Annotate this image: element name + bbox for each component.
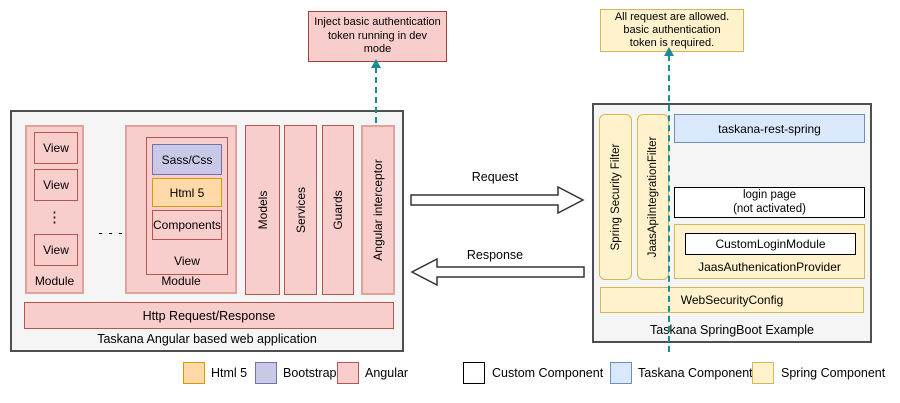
legend-swatch-bootstrap <box>255 362 277 384</box>
legend-swatch-taskana-component <box>610 362 632 384</box>
jaas-authenication-provider-box: CustomLoginModule JaasAuthenicationProvi… <box>674 224 865 279</box>
springboot-title: Taskana SpringBoot Example <box>650 323 814 337</box>
module-small: View View ⋮ View Module <box>25 125 84 294</box>
dashed-connector-left <box>375 67 377 123</box>
spring-security-filter-bar: Spring Security Filter <box>599 114 632 280</box>
dashed-connector-right <box>668 55 670 352</box>
models-bar: Models <box>245 125 280 295</box>
guards-bar: Guards <box>322 125 354 295</box>
request-label: Request <box>471 170 519 184</box>
module-label: Module <box>161 274 201 288</box>
services-bar: Services <box>284 125 317 295</box>
models-label: Models <box>255 190 270 230</box>
view-box: View <box>34 234 78 266</box>
html5-box: Html 5 <box>152 178 222 207</box>
http-request-response-bar: Http Request/Response <box>24 302 394 329</box>
legend-label-taskana-component: Taskana Component <box>638 366 753 380</box>
view-box: View <box>34 132 78 164</box>
legend-label-html5: Html 5 <box>211 366 248 380</box>
spring-security-filter-label: Spring Security Filter <box>609 143 622 251</box>
view-box: View <box>34 169 78 201</box>
components-box: Components <box>152 210 222 240</box>
legend-swatch-custom-component <box>463 362 485 384</box>
legend-label-custom-component: Custom Component <box>492 366 604 380</box>
dashed-arrowhead-right <box>664 47 674 56</box>
view-label: View <box>174 254 200 268</box>
module-label: Module <box>34 274 75 288</box>
jaas-api-integration-filter-label: JaasApiIntegrationFilter <box>647 136 659 258</box>
springboot-container: Spring Security Filter JaasApiIntegratio… <box>592 103 872 343</box>
vertical-ellipsis: ⋮ <box>47 209 62 226</box>
response-label: Response <box>466 248 524 262</box>
legend-label-spring-component: Spring Component <box>781 366 886 380</box>
request-arrow <box>410 186 585 214</box>
services-label: Services <box>293 186 308 234</box>
legend-swatch-angular <box>337 362 359 384</box>
legend-swatch-html5 <box>183 362 205 384</box>
legend-label-bootstrap: Bootstrap <box>283 366 337 380</box>
custom-login-module-box: CustomLoginModule <box>685 233 856 255</box>
web-security-config-box: WebSecurityConfig <box>600 287 864 313</box>
horizontal-ellipsis: - - - <box>98 224 124 240</box>
guards-label: Guards <box>331 190 345 230</box>
callout-all-requests: All request are allowed. basic authentic… <box>600 9 744 52</box>
response-arrow <box>410 258 585 286</box>
angular-interceptor-label: Angular interceptor <box>371 159 385 261</box>
legend-swatch-spring-component <box>752 362 774 384</box>
view-container: Sass/Css Html 5 Components View <box>146 137 228 275</box>
callout-inject-token: Inject basic authentication token runnin… <box>308 11 447 62</box>
login-page-box: login page (not activated) <box>674 187 865 218</box>
legend-label-angular: Angular <box>365 366 409 380</box>
jaas-authenication-provider-label: JaasAuthenicationProvider <box>698 260 841 274</box>
angular-app-title: Taskana Angular based web application <box>97 332 317 346</box>
jaas-api-integration-filter-bar: JaasApiIntegrationFilter <box>637 114 669 280</box>
module-large: Sass/Css Html 5 Components View Module <box>125 125 237 294</box>
sass-css-box: Sass/Css <box>152 144 222 175</box>
angular-app-container: View View ⋮ View Module - - - Sass/Css H… <box>10 110 404 352</box>
taskana-rest-spring-box: taskana-rest-spring <box>674 114 865 143</box>
angular-interceptor-bar: Angular interceptor <box>361 125 395 295</box>
dashed-arrowhead-left <box>371 59 381 68</box>
